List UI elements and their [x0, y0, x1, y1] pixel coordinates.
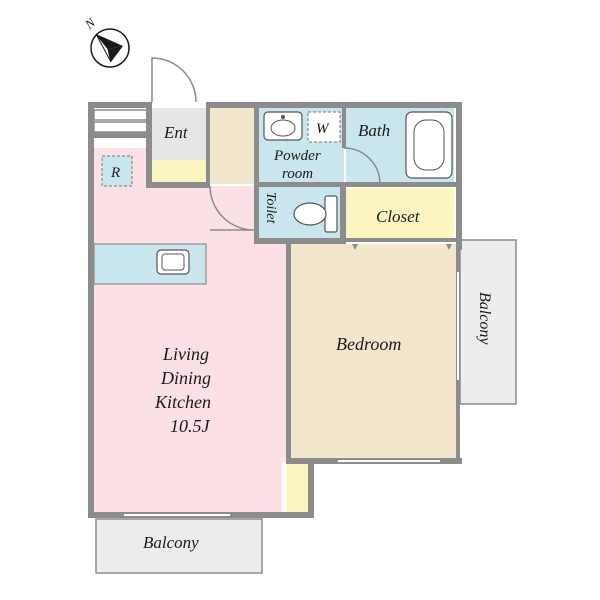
entrance-door [151, 57, 197, 103]
ldk-area [94, 148, 289, 512]
bath-label: Bath [358, 121, 390, 140]
balcony-east [459, 239, 517, 405]
north-compass-icon: N [81, 14, 130, 68]
refrigerator-space [101, 155, 133, 187]
balcony-south-label: Balcony [143, 533, 199, 552]
ldk-label-line3: Kitchen [154, 392, 211, 412]
entrance-label: Ent [163, 123, 189, 142]
kitchen-sink-icon [156, 249, 190, 275]
refrigerator-label: R [110, 165, 120, 181]
compass-label: N [81, 14, 99, 33]
powder-room-label-line1: Powder [273, 148, 321, 164]
bathtub-icon [405, 111, 453, 179]
entrance-area [152, 108, 206, 160]
shoe-storage [152, 160, 206, 182]
balcony-south [95, 518, 263, 574]
powder-door [343, 147, 381, 185]
closet-area [346, 188, 454, 240]
ldk-door [209, 185, 255, 231]
toilet-label: Toilet [263, 192, 278, 224]
balcony-east-label: Balcony [476, 292, 493, 345]
washer-space [307, 111, 341, 143]
bedroom-label: Bedroom [336, 334, 401, 354]
washer-label: W [316, 121, 330, 137]
toilet-icon [293, 195, 338, 233]
powder-room-label-line2: room [282, 166, 313, 182]
ldk-label-line2: Dining [160, 368, 211, 388]
hall-storage [208, 108, 254, 184]
closet-label: Closet [376, 207, 421, 226]
bedroom-area [290, 244, 456, 458]
ldk-label-line1: Living [162, 344, 209, 364]
ldk-size-label: 10.5J [170, 416, 211, 436]
small-storage [286, 464, 308, 514]
